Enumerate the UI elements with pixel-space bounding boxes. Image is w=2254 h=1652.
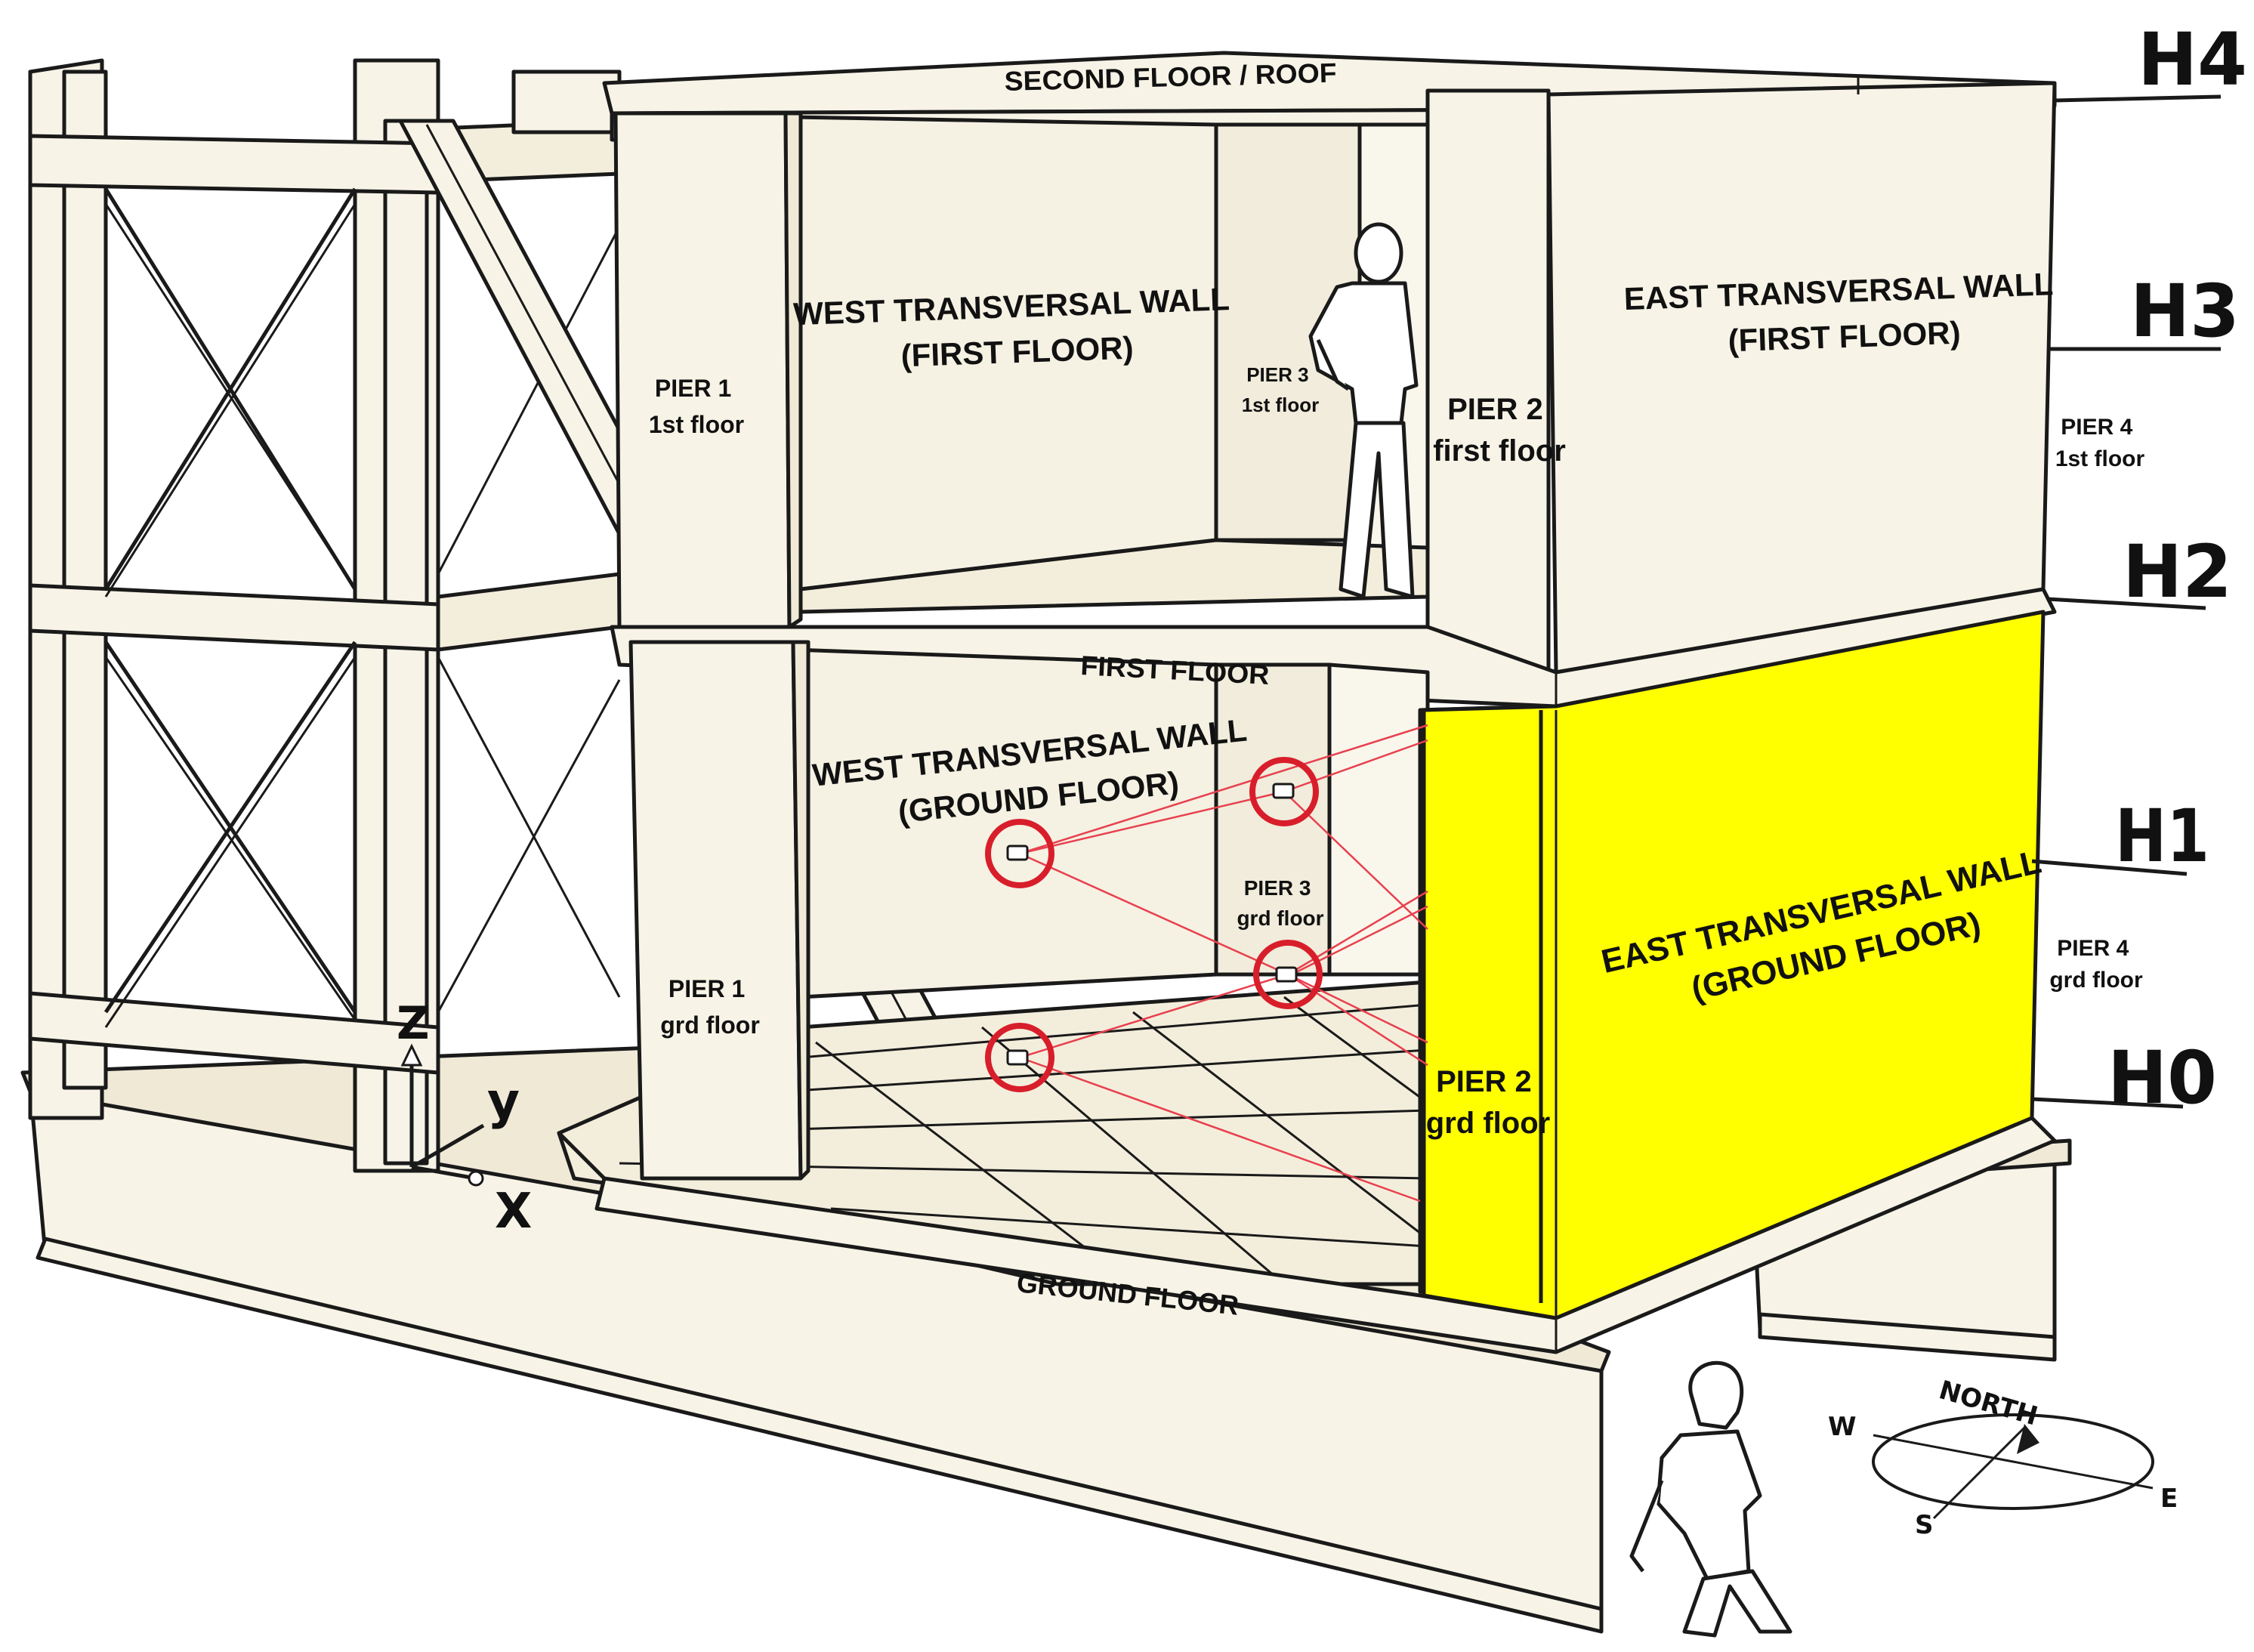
sensor-icon <box>1249 757 1319 826</box>
level-h2: H2 <box>2123 530 2232 614</box>
level-h4: H4 <box>2138 17 2247 102</box>
pier-1-first-label: PIER 1 1st floor <box>649 375 744 438</box>
level-h1: H1 <box>2115 794 2209 878</box>
compass-south: S <box>1915 1510 1934 1540</box>
compass-north: NORTH <box>1936 1375 2042 1431</box>
axis-x-label: X <box>495 1184 532 1240</box>
sensor-icon <box>1253 940 1323 1009</box>
compass-west: W <box>1828 1412 1857 1442</box>
sensor-icon <box>985 819 1054 888</box>
pier-4-ground-label: PIER 4 grd floor <box>2049 936 2143 993</box>
walking-person-icon <box>1629 1360 1792 1638</box>
axis-y-label: y <box>487 1072 520 1130</box>
compass-rose-icon: NORTH W E S <box>1828 1375 2178 1540</box>
level-labels: H4 H3 H2 H1 H0 <box>2107 17 2247 1120</box>
sensor-icon <box>985 1023 1054 1092</box>
floor-grid <box>619 996 1428 1286</box>
standing-person-icon <box>1308 222 1419 599</box>
pier-1-ground-label: PIER 1 grd floor <box>660 975 760 1039</box>
compass-east: E <box>2160 1484 2178 1514</box>
pier-3-first-label: PIER 3 1st floor <box>1242 363 1320 416</box>
pier-labels: PIER 1 1st floor PIER 3 1st floor PIER 2… <box>649 363 2145 1140</box>
level-h3: H3 <box>2130 269 2240 354</box>
pier-4-first-label: PIER 4 1st floor <box>2055 415 2145 471</box>
pier-2-first-label: PIER 2 first floor <box>1433 393 1566 468</box>
sensor-network <box>985 724 1428 1203</box>
axis-z-label: Z <box>397 997 430 1050</box>
building-specimen <box>557 51 2222 1354</box>
pier-3-ground-label: PIER 3 grd floor <box>1237 876 1323 930</box>
pier-2-ground-label: PIER 2 grd floor <box>1426 1065 1550 1140</box>
coordinate-axes: Z y X <box>397 997 532 1240</box>
level-h0: H0 <box>2107 1036 2217 1120</box>
